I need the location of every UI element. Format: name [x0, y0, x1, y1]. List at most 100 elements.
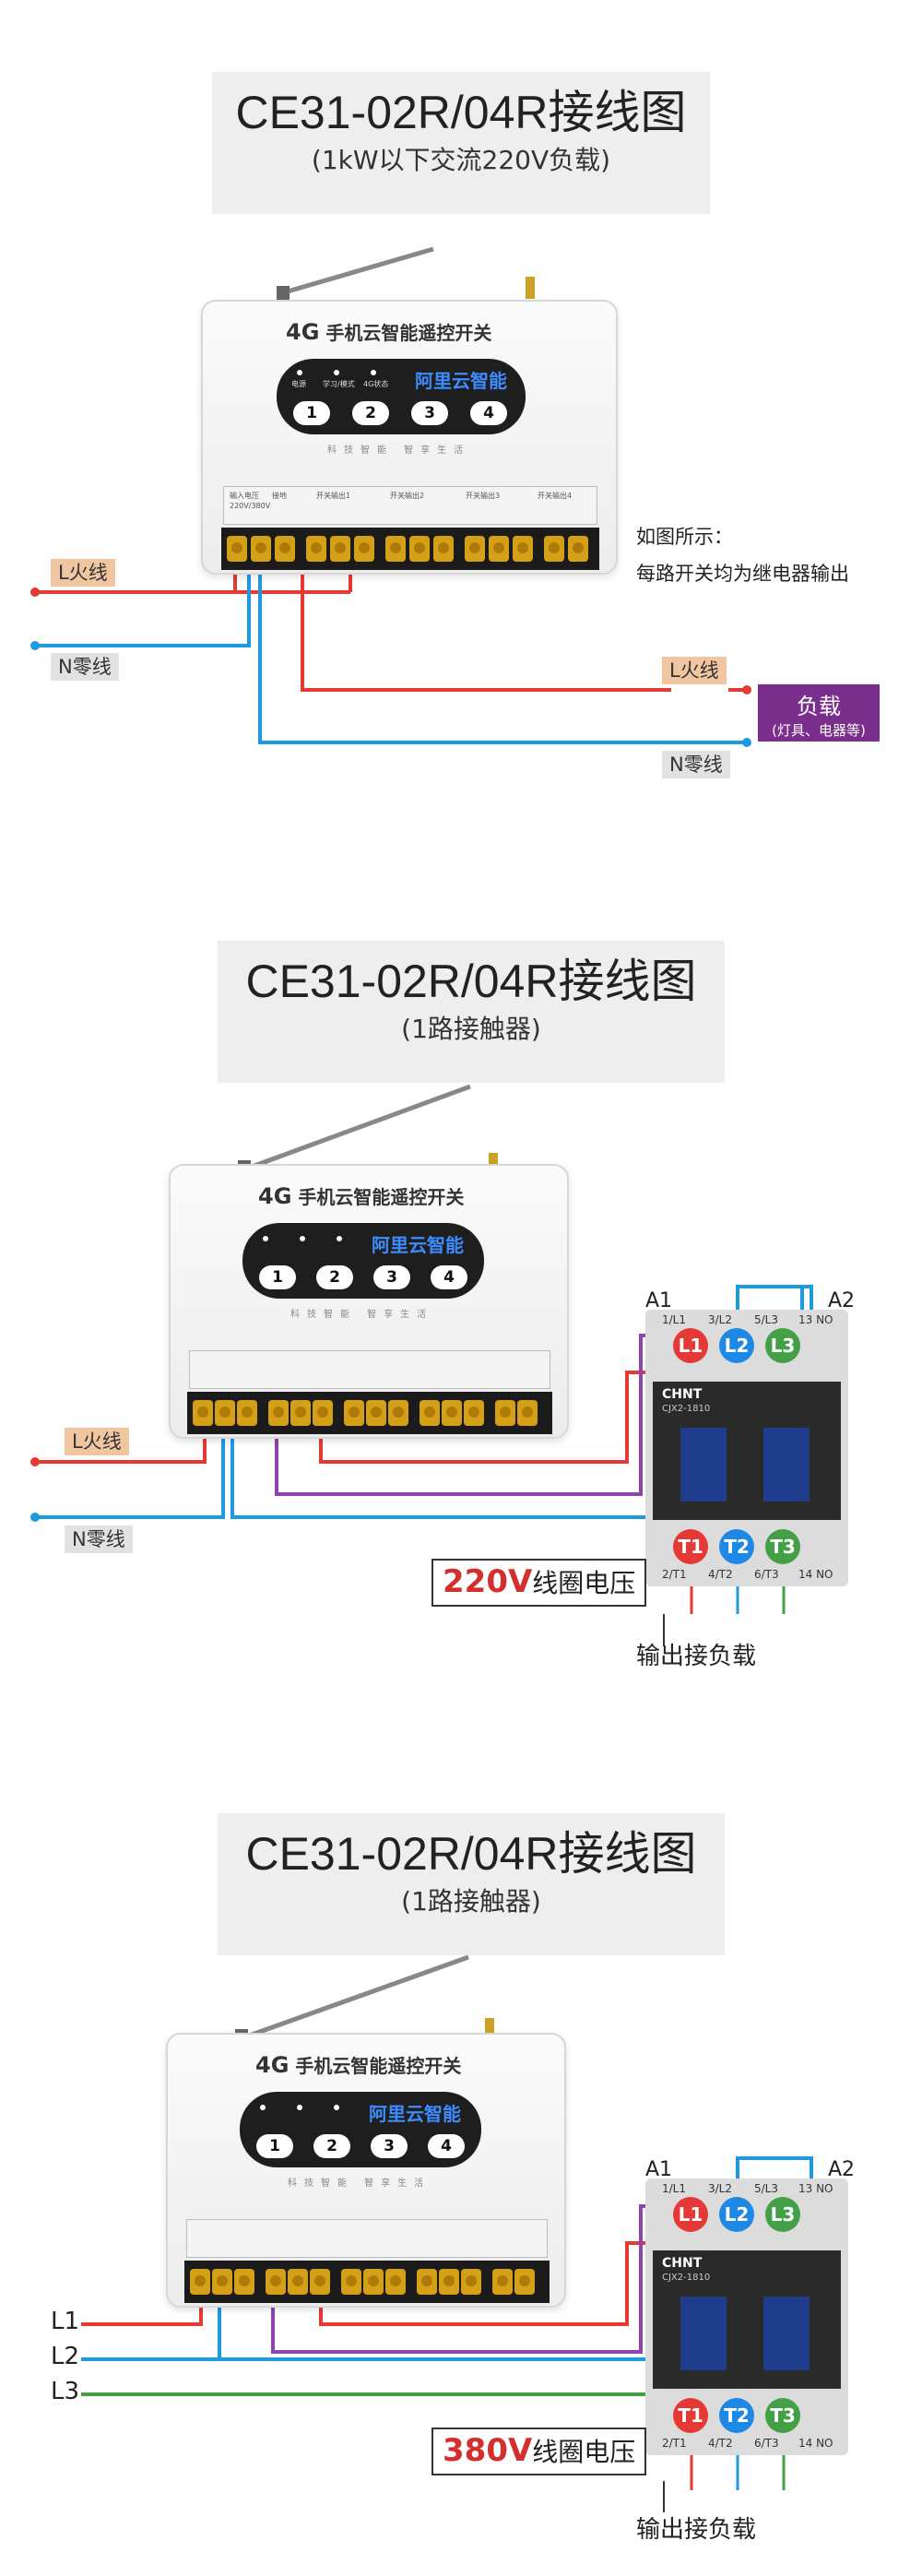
diagram1-label-live-in: L火线: [51, 559, 115, 587]
contactor-bottom-label: 2/T1: [662, 2437, 687, 2450]
button-4[interactable]: 4: [428, 2134, 465, 2158]
diagram3-label-L1: L1: [51, 2308, 80, 2335]
diagram3-label-L3: L3: [51, 2378, 80, 2405]
diagram1-note-line2: 每路开关均为继电器输出: [636, 563, 849, 585]
status-indicator: [371, 370, 376, 375]
diagram2-label-live-in: L火线: [65, 1428, 129, 1455]
device-control-panel: 阿里云智能 1 2 3 4: [242, 1223, 484, 1299]
contactor-brand: CHNT: [662, 1387, 703, 1402]
contactor-top-label: 3/L2: [708, 1313, 732, 1326]
diagram1-label-neutral-out: N零线: [662, 751, 730, 778]
strip-volt: 220V/380V: [230, 502, 271, 510]
contactor-bottom-label: 4/T2: [708, 1568, 733, 1581]
button-2[interactable]: 2: [313, 2134, 350, 2158]
terminal-label-strip: 输入电压 220V/380V 接地 开关输出1 开关输出2 开关输出3 开关输出…: [223, 486, 597, 525]
indicator-label: 电源: [291, 380, 306, 388]
button-3[interactable]: 3: [371, 2134, 408, 2158]
power-indicator: [263, 1236, 268, 1241]
diagram1-title-box: CE31-02R/04R接线图 (1kW以下交流220V负载): [212, 72, 710, 214]
contactor-body: CHNT CJX2-1810: [653, 2250, 841, 2389]
button-3[interactable]: 3: [373, 1265, 410, 1289]
button-1[interactable]: 1: [256, 2134, 293, 2158]
device-brand: 4G 手机云智能遥控开关: [286, 319, 492, 345]
terminal-T2: T2: [719, 1529, 754, 1564]
coil-voltage-text: 线圈电压: [532, 1568, 636, 1598]
indicator-label: 学习/模式: [323, 380, 355, 388]
terminal-L1: L1: [673, 2197, 708, 2232]
diagram2-subtitle: (1路接触器): [401, 1014, 541, 1044]
terminal-L2: L2: [719, 1328, 754, 1363]
diagram2-title: CE31-02R/04R接线图: [245, 956, 697, 1007]
terminal-block: [187, 1392, 552, 1434]
load-title: 负载: [797, 694, 841, 719]
diagram1-note-line1: 如图所示：: [636, 526, 733, 548]
terminal-label-strip: [189, 1350, 550, 1389]
contactor-top-label: 5/L3: [754, 1313, 778, 1326]
button-2[interactable]: 2: [316, 1265, 353, 1289]
diagram2-coil-voltage-callout: 220V线圈电压: [431, 1559, 647, 1607]
diagram3-contactor: 1/L1 3/L2 5/L3 13 NO L1 L2 L3 CHNT CJX2-…: [645, 2178, 848, 2455]
terminal-L3: L3: [765, 1328, 800, 1363]
coil-voltage-text: 线圈电压: [532, 2437, 636, 2467]
contactor-bottom-label: 6/T3: [754, 1568, 779, 1581]
terminal-T3: T3: [765, 1529, 800, 1564]
mode-indicator: [300, 1236, 305, 1241]
contactor-body: CHNT CJX2-1810: [653, 1382, 841, 1520]
device-brand: 4G 手机云智能遥控开关: [255, 2052, 462, 2078]
diagram2-title-box: CE31-02R/04R接线图 (1路接触器): [218, 941, 725, 1083]
diagram3-device: 4G 手机云智能遥控开关 阿里云智能 1 2 3 4 科技智能 智享生活: [166, 2033, 566, 2308]
button-2[interactable]: 2: [352, 401, 389, 425]
diagram3-subtitle: (1路接触器): [401, 1886, 541, 1917]
diagram2-label-neutral-in: N零线: [65, 1525, 133, 1553]
terminal-T2: T2: [719, 2398, 754, 2433]
diagram3-a2-label: A2: [828, 2158, 856, 2181]
diagram1-label-live-out: L火线: [662, 657, 727, 684]
diagram3-label-L2: L2: [51, 2343, 80, 2370]
button-4[interactable]: 4: [470, 401, 507, 425]
button-3[interactable]: 3: [411, 401, 448, 425]
terminal-L3: L3: [765, 2197, 800, 2232]
device-brand: 4G 手机云智能遥控开关: [258, 1183, 465, 1209]
device-footer: 科技智能 智享生活: [290, 1310, 434, 1320]
button-1[interactable]: 1: [293, 401, 330, 425]
diagram2-a2-label: A2: [828, 1289, 856, 1312]
contactor-top-label: 5/L3: [754, 2182, 778, 2195]
contactor-top-label: 13 NO: [798, 1313, 833, 1326]
contactor-top-label: 1/L1: [662, 1313, 686, 1326]
panel-title: 阿里云智能: [415, 370, 507, 392]
diagram3-coil-voltage-callout: 380V线圈电压: [431, 2428, 647, 2475]
diagram2-device: 4G 手机云智能遥控开关 阿里云智能 1 2 3 4 科技智能 智享生活: [169, 1164, 569, 1439]
diagram3-output-text: 输出接负载: [636, 2516, 757, 2544]
diagram1-subtitle: (1kW以下交流220V负载): [311, 145, 611, 175]
diagram2-output-text: 输出接负载: [636, 1643, 757, 1670]
strip-label: 开关输出2: [390, 492, 425, 500]
panel-title: 阿里云智能: [372, 1234, 464, 1256]
mode-indicator: [297, 2105, 302, 2110]
contactor-top-label: 3/L2: [708, 2182, 732, 2195]
terminal-T1: T1: [673, 1529, 708, 1564]
panel-title: 阿里云智能: [369, 2103, 461, 2125]
power-indicator: [260, 2105, 266, 2110]
diagram1-device: 4G 手机云智能遥控开关 阿里云智能 电源 学习/模式 4G状态 1 2 3 4…: [201, 300, 618, 575]
terminal-T1: T1: [673, 2398, 708, 2433]
coil-voltage-value: 220V: [443, 1563, 533, 1600]
button-4[interactable]: 4: [431, 1265, 467, 1289]
terminal-block: [184, 2261, 550, 2303]
diagram2-contactor: 1/L1 3/L2 5/L3 13 NO L1 L2 L3 CHNT CJX2-…: [645, 1310, 848, 1586]
diagram2-a1-label: A1: [645, 1289, 673, 1312]
diagram3-title: CE31-02R/04R接线图: [245, 1828, 697, 1880]
terminal-block: [221, 528, 599, 570]
contactor-bottom-label: 2/T1: [662, 1568, 687, 1581]
contactor-brand: CHNT: [662, 2256, 703, 2271]
contactor-bottom-label: 6/T3: [754, 2437, 779, 2450]
strip-label: 接地: [272, 492, 287, 500]
terminal-T3: T3: [765, 2398, 800, 2433]
button-1[interactable]: 1: [259, 1265, 296, 1289]
terminal-L2: L2: [719, 2197, 754, 2232]
diagram3-a1-label: A1: [645, 2158, 673, 2181]
contactor-top-label: 13 NO: [798, 2182, 833, 2195]
coil-voltage-value: 380V: [443, 2432, 533, 2469]
strip-label: 开关输出4: [538, 492, 573, 500]
strip-label: 开关输出1: [316, 492, 351, 500]
status-indicator: [337, 1236, 342, 1241]
